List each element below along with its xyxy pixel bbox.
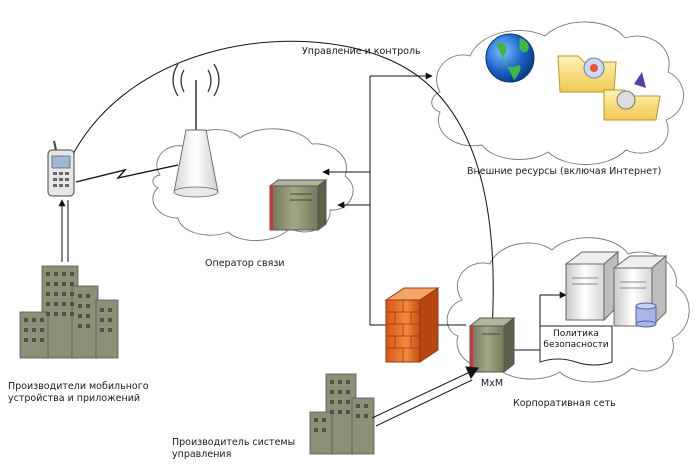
firewall-icon [384,287,440,363]
operator-label: Оператор связи [205,258,285,269]
corporate-label: Корпоративная сеть [513,398,616,409]
management-label: Производитель системы управления [172,437,296,460]
manufacturers-label: Производители мобильного устройства и пр… [8,381,149,404]
building-icon [19,265,119,359]
management-link [371,366,479,427]
management-arc [69,40,494,331]
server-icon [468,316,516,374]
policy-label: Политика безопасности [543,329,609,350]
folder-icon [603,72,661,121]
database-icon [635,302,657,328]
document-icon [539,325,613,366]
globe-icon [485,33,535,83]
wireless-link [75,164,179,183]
mxm-label: MxM [481,378,504,389]
tower-icon [172,63,220,198]
phone-icon [47,140,75,197]
server-icon [564,250,620,322]
folder-icon [557,55,617,93]
control-label: Управление и контроль [302,46,421,57]
building-icon [309,373,375,455]
server-icon [268,179,328,231]
external-resources-label: Внешние ресурсы (включая Интернет) [467,166,662,177]
